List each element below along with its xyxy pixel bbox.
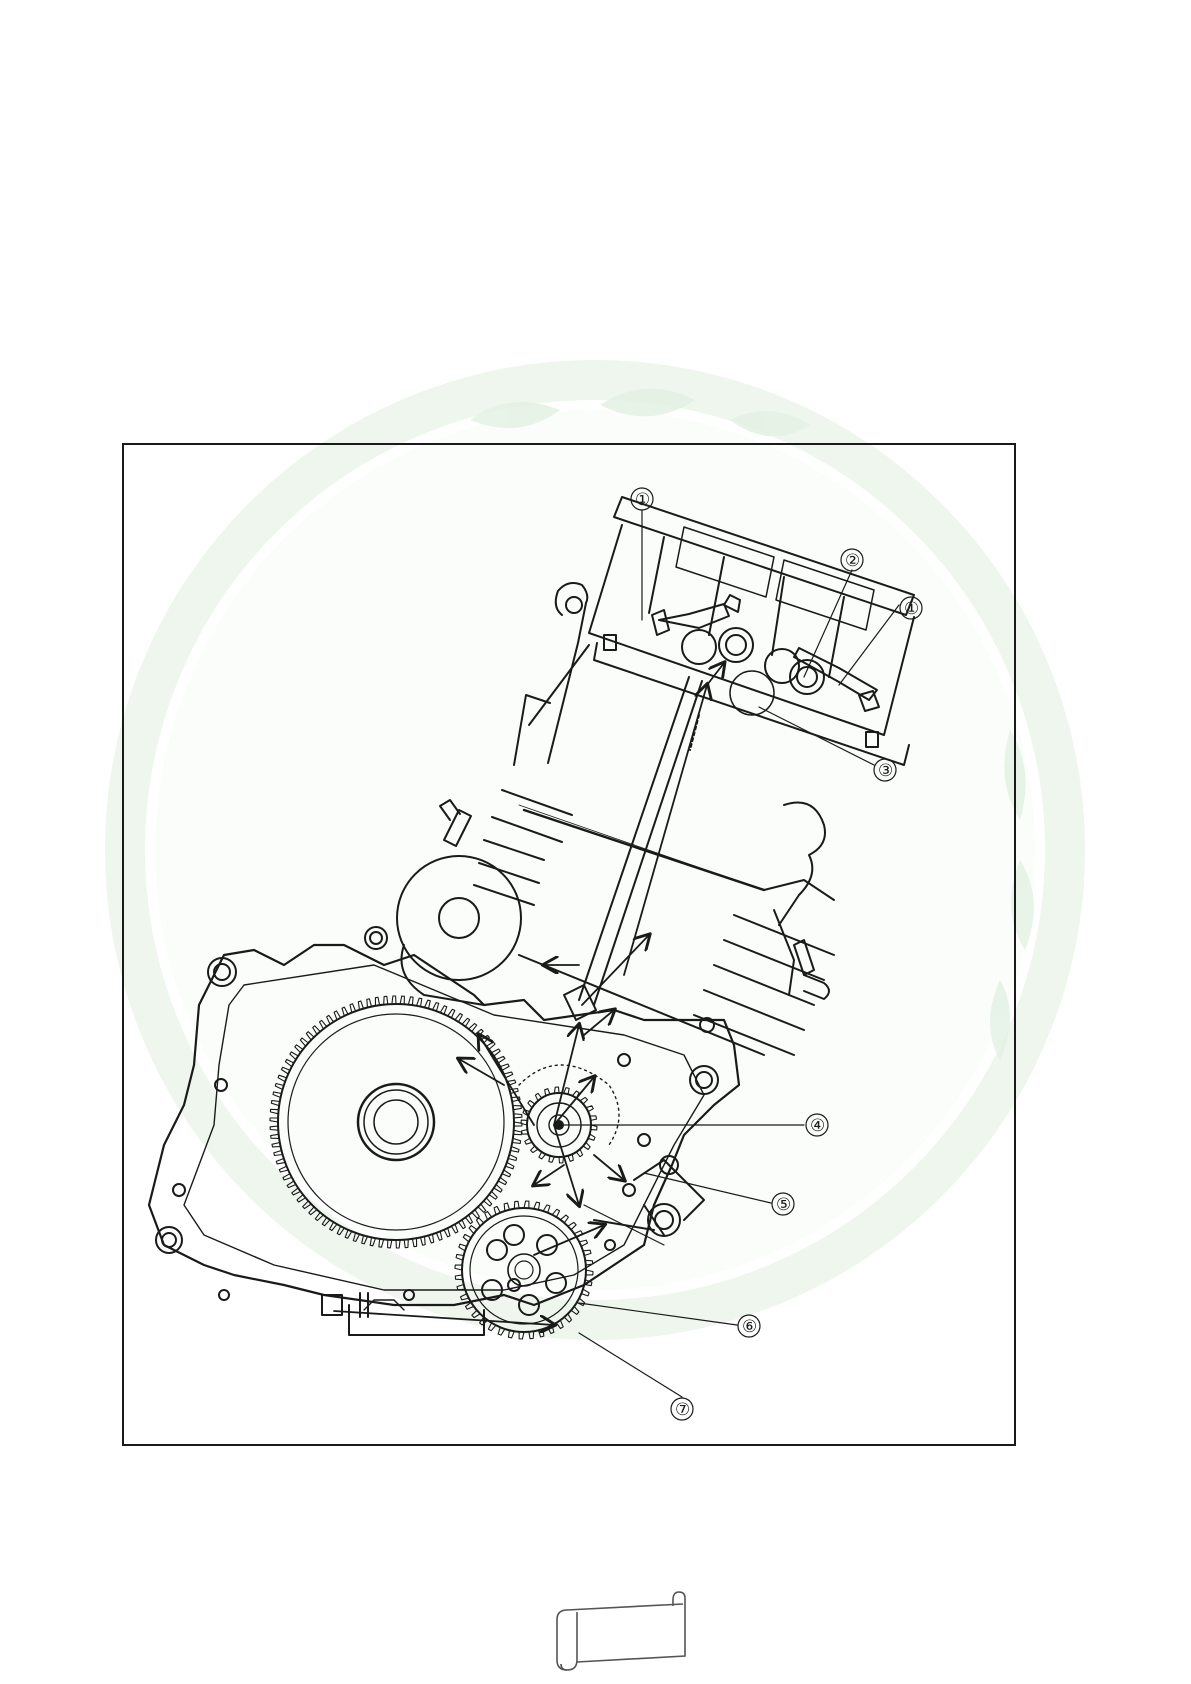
callout-2: ② [845,551,860,571]
callout-1a: ① [635,490,650,510]
figure-frame: ① ② ① ③ ④ ⑤ ⑥ ⑦ [122,443,1016,1446]
clutch-gear-teeth [270,996,522,1248]
page-number-scroll [555,1590,695,1676]
cylinder-head [589,497,914,765]
callout-3: ③ [878,761,893,781]
oil-passage [564,677,702,1020]
crankcase [149,945,739,1335]
callout-6: ⑥ [742,1317,757,1337]
callout-leaders [579,510,899,1397]
callout-5: ⑤ [776,1195,791,1215]
callout-7: ⑦ [675,1400,690,1420]
cylinder-block [474,583,834,1055]
clutch-gear [270,996,522,1248]
oil-pump-gear [455,1201,593,1339]
callout-1b: ① [904,599,919,619]
callout-4: ④ [810,1116,825,1136]
engine-lubrication-diagram: ① ② ① ③ ④ ⑤ ⑥ ⑦ [124,445,1013,1443]
pump-gear-teeth [455,1201,593,1339]
oil-flow-arrows [334,663,724,1325]
